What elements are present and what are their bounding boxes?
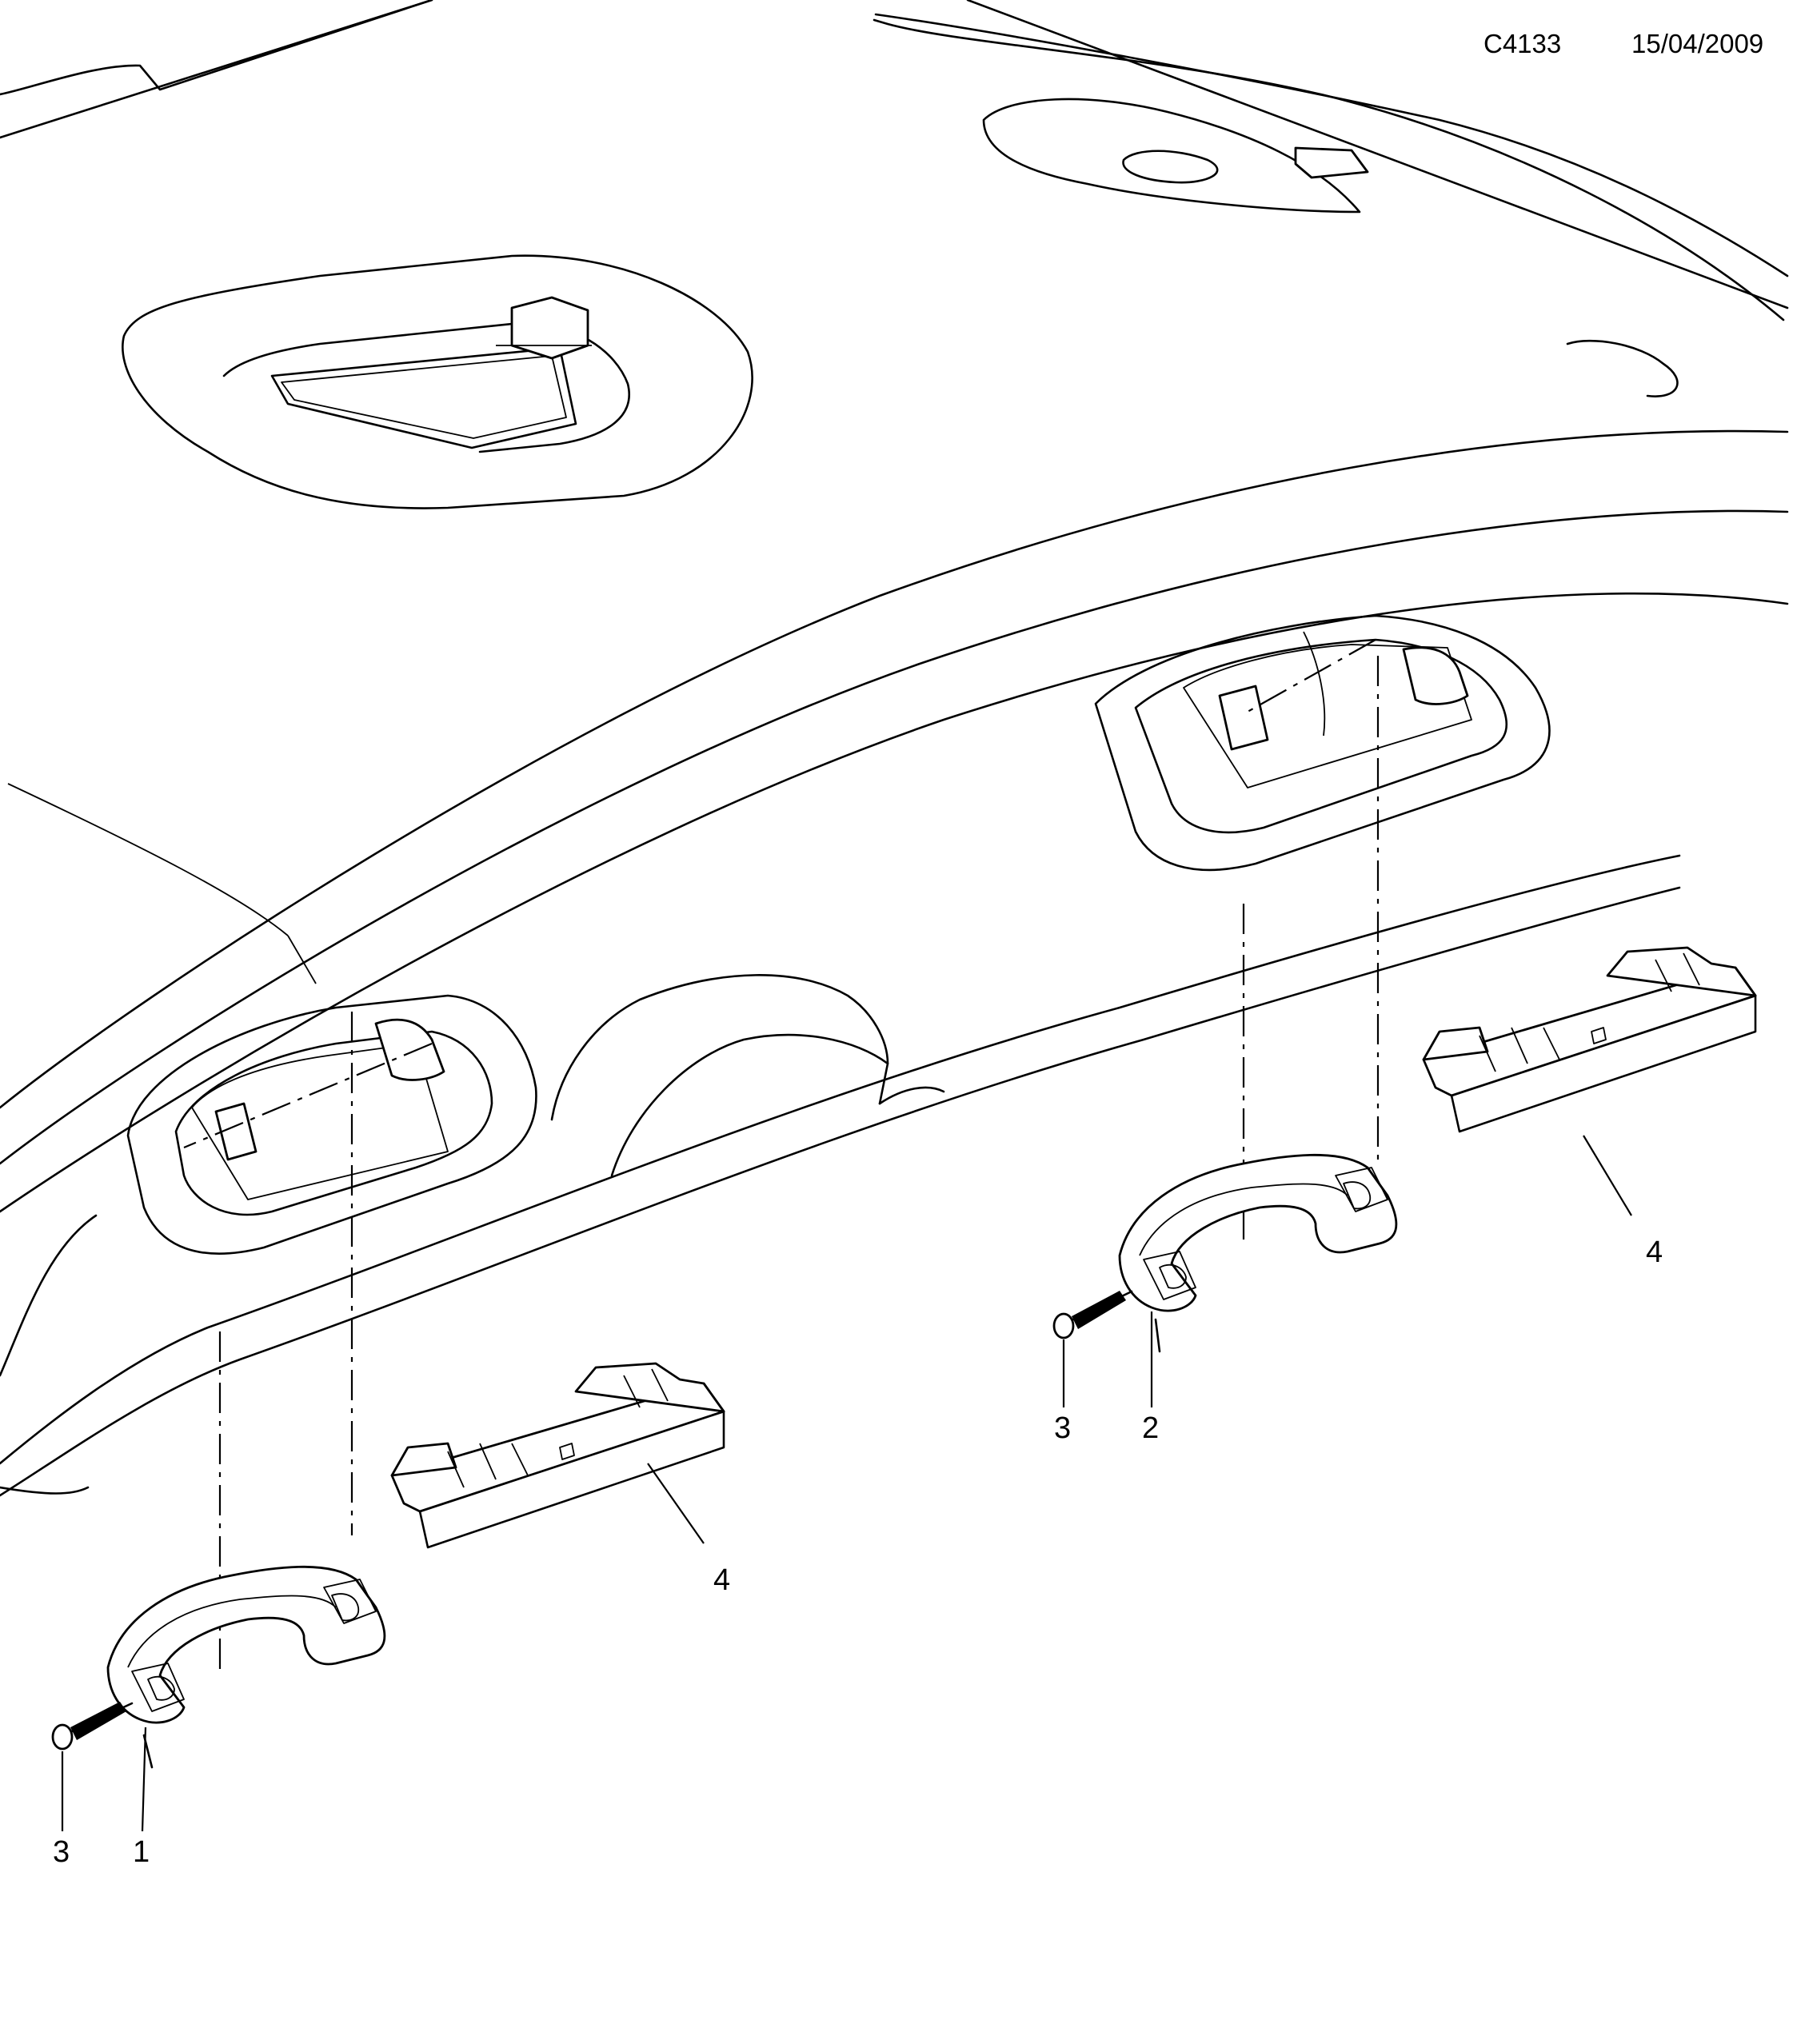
grab-handle-left [106, 1565, 386, 1769]
grab-handle-right [1118, 1153, 1398, 1353]
bracket-left [390, 1362, 725, 1549]
callout-bracket-right: 4 [1646, 1236, 1663, 1269]
roof-headliner [0, 0, 1789, 1497]
bracket-right [1422, 946, 1757, 1133]
leader-lines [61, 1135, 1632, 1832]
right-handle-recess [1094, 614, 1551, 872]
callout-grab-handle-left: 1 [133, 1835, 150, 1869]
screw-right [1052, 1290, 1133, 1339]
callout-screw-left: 3 [53, 1835, 70, 1869]
diagram-code: C4133 [1484, 29, 1562, 58]
diagram-date: 15/04/2009 [1631, 29, 1764, 58]
callout-grab-handle-right: 2 [1142, 1411, 1160, 1445]
callout-bracket-left: 4 [713, 1563, 731, 1597]
callout-screw-right: 3 [1054, 1411, 1072, 1445]
left-handle-recess [126, 994, 537, 1255]
screw-left [51, 1702, 134, 1751]
